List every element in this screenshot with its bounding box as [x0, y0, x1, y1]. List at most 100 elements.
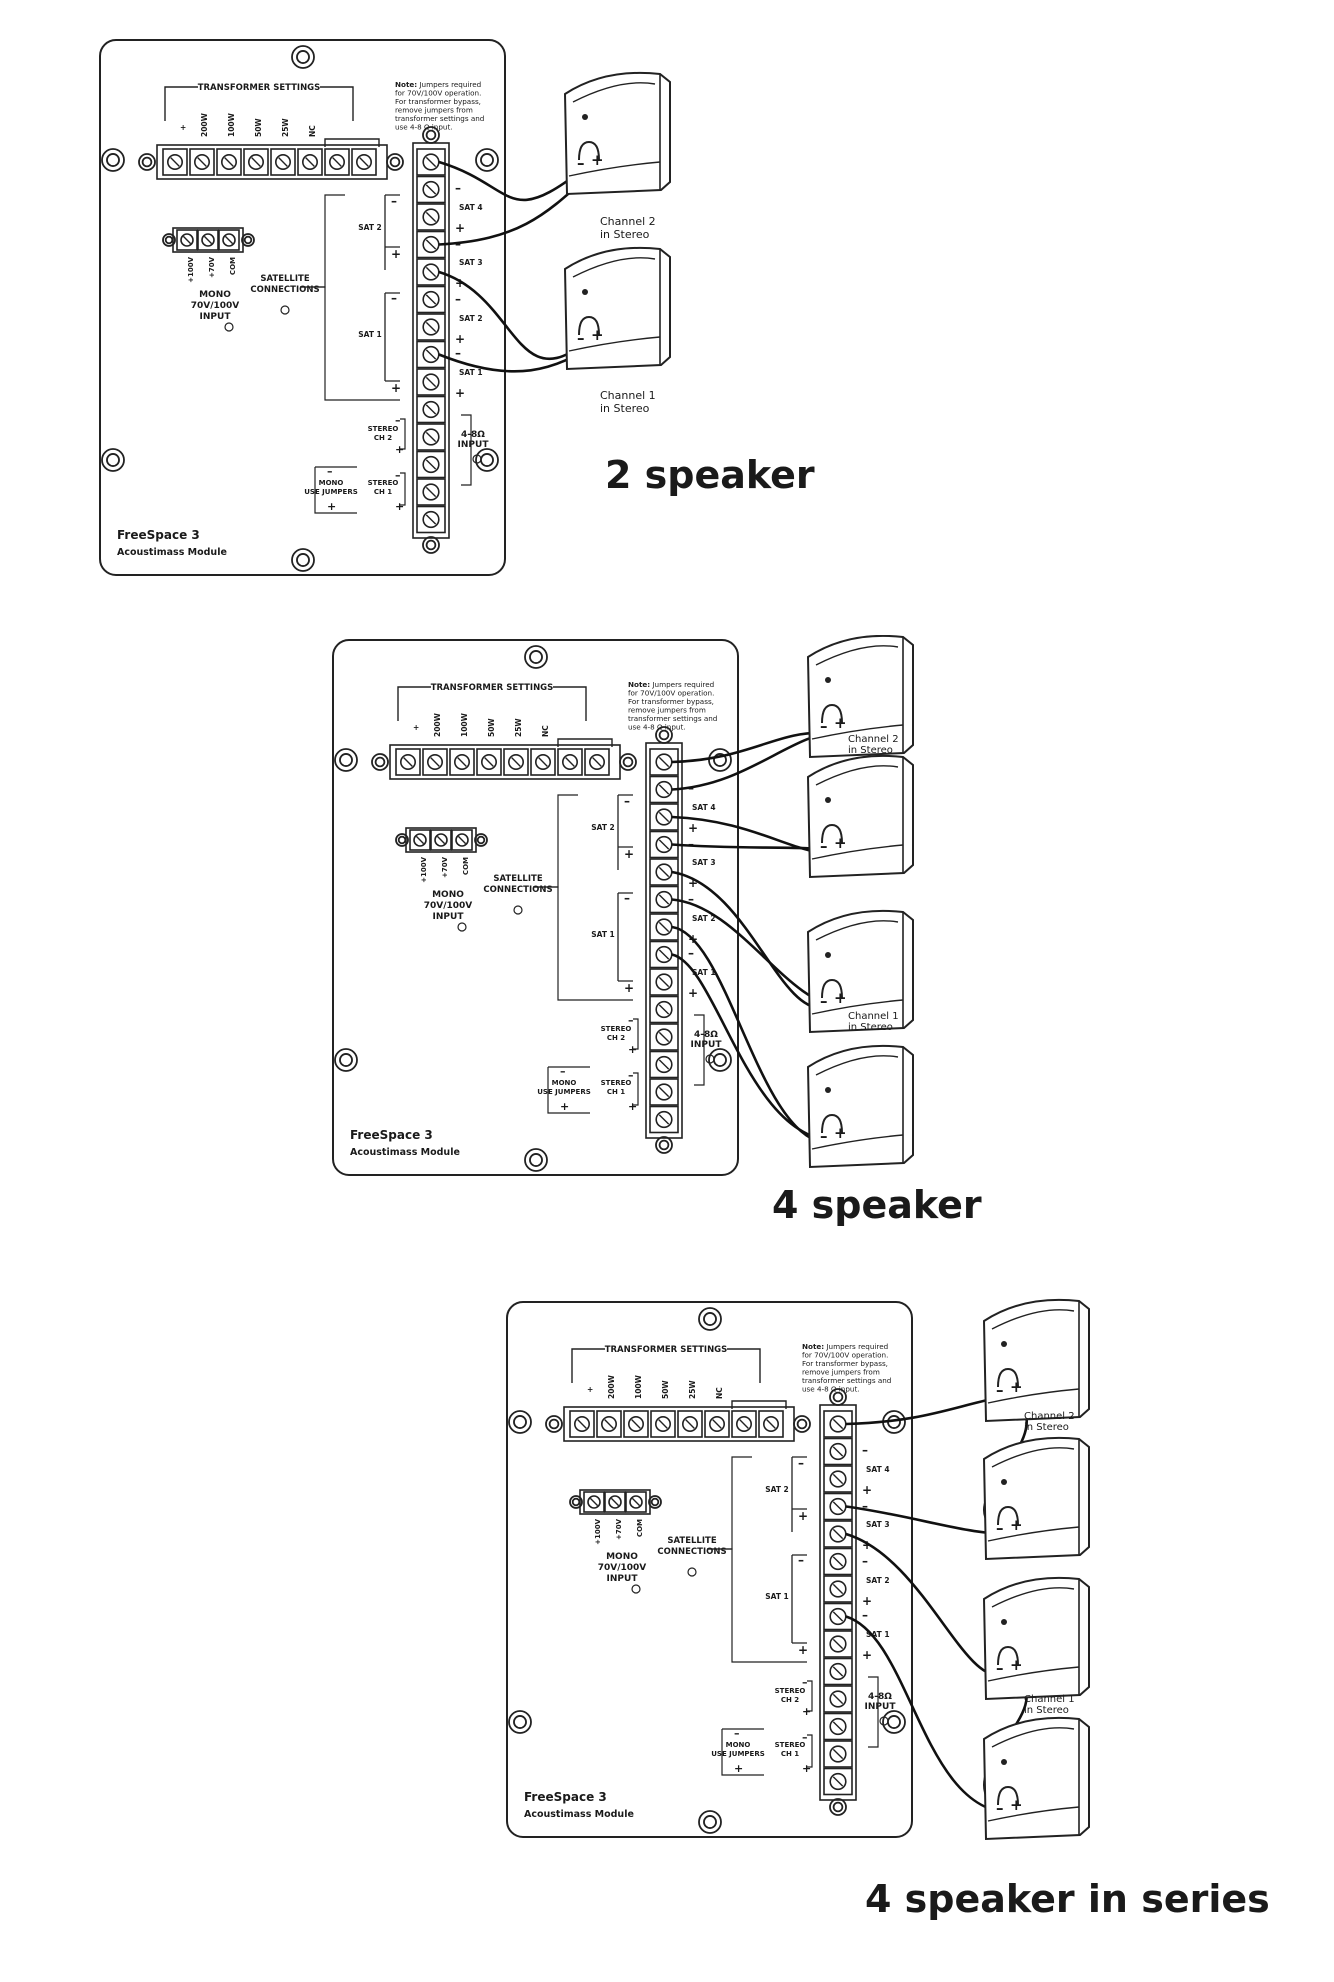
sat1-right-label: SAT 1 — [459, 368, 483, 377]
speaker-terminal-cup — [997, 1785, 1019, 1806]
input-brackets — [633, 1018, 639, 1106]
minus-label: – — [862, 1443, 868, 1457]
speaker-minus: – — [996, 1659, 1004, 1677]
speaker-terminal-cup — [821, 978, 843, 999]
terminal-screw — [297, 148, 323, 176]
tap-label: 100W — [227, 112, 236, 137]
terminal-screw — [557, 748, 583, 776]
satellite-terminal-strip — [645, 726, 683, 1154]
speaker-base-curve — [811, 844, 904, 860]
mounting-hole-top — [524, 645, 548, 669]
screw-slot — [658, 949, 670, 960]
hole-ring — [334, 1048, 358, 1072]
screw-slot — [658, 1059, 670, 1070]
speaker-top-curve — [815, 765, 899, 786]
screw-slot — [425, 266, 437, 278]
tap-label: 200W — [433, 712, 442, 737]
terminal-screw — [416, 395, 446, 424]
label-bg — [605, 1341, 727, 1355]
screw-slot — [224, 157, 234, 167]
sat1-bracket — [384, 292, 400, 382]
hole-inner — [425, 539, 437, 551]
note-line: transformer settings and — [628, 714, 717, 723]
speaker-cabinet — [563, 71, 671, 196]
screw-slot — [425, 321, 437, 333]
note-line: For transformer bypass, — [395, 97, 481, 106]
terminal-screw — [583, 1491, 605, 1513]
note-line: use 4-8 Ω input. — [802, 1385, 860, 1394]
minus-label: – — [560, 1065, 566, 1078]
hole-ring — [101, 448, 125, 472]
terminal-screw — [416, 203, 446, 231]
sat2-right-label: SAT 2 — [692, 914, 716, 923]
speaker-terminal-cup — [821, 1113, 843, 1134]
hole-ring — [708, 748, 732, 772]
minus-label: – — [327, 465, 333, 478]
screw-slot — [631, 1419, 641, 1429]
mono-tap-label: COM — [636, 1519, 644, 1537]
speaker-base-curve — [987, 1666, 1080, 1682]
product-name: FreeSpace 3 — [350, 1128, 433, 1142]
screw-slot — [457, 835, 467, 845]
mounting-hole-left-bottom — [334, 1048, 358, 1072]
hole-ring — [793, 1415, 811, 1433]
screw-slot — [685, 1419, 695, 1429]
terminal-screw — [649, 968, 679, 996]
hole-inner — [832, 1391, 844, 1403]
minus-label: – — [455, 181, 461, 195]
screw-slot — [425, 486, 437, 498]
screw-slot — [832, 1556, 844, 1567]
terminal-screw — [823, 1547, 853, 1576]
terminal-screw — [416, 450, 446, 479]
mounting-hole-left-bottom — [508, 1710, 532, 1734]
vertical-strip-hole — [829, 1798, 847, 1816]
screw-slot — [832, 1501, 844, 1512]
speaker-terminal-cup — [821, 703, 843, 724]
speaker-1: –+ — [982, 1298, 1090, 1423]
input-right-bracket — [868, 1676, 879, 1748]
mono-input-label: INPUT — [433, 912, 465, 922]
screw-slot — [332, 157, 342, 167]
screw-slot — [425, 404, 437, 415]
sat1-label: SAT 1 — [358, 330, 382, 339]
sat3-label: SAT 3 — [692, 858, 716, 867]
speaker-base-curve — [987, 1526, 1080, 1542]
terminal-cell — [503, 748, 529, 776]
plus-label: + — [688, 821, 698, 835]
transformer-terminal-strip — [138, 138, 404, 180]
note-line: remove jumpers from — [802, 1368, 880, 1377]
screw-slot — [832, 1748, 844, 1760]
speaker-screw — [825, 952, 831, 958]
terminal-screw — [758, 1410, 784, 1438]
mono-input-label: MONO — [606, 1552, 638, 1562]
speaker-plus: + — [591, 151, 604, 169]
screw-slot — [832, 1473, 844, 1485]
plus-label: + — [455, 332, 465, 346]
mono-input-label: MONO — [432, 890, 464, 900]
mono-use-jumpers-label: MONO — [726, 1741, 751, 1749]
hole-inner — [389, 156, 401, 168]
vertical-strip-hole — [655, 1136, 673, 1154]
sat1-label: SAT 1 — [765, 1592, 789, 1601]
speaker-minus: – — [996, 1799, 1004, 1817]
terminal-screw — [823, 1767, 853, 1796]
hole-ring — [241, 233, 255, 247]
screw-slot — [832, 1418, 844, 1430]
screw-slot — [457, 757, 467, 767]
screw-slot — [658, 839, 670, 850]
speaker-plus: + — [591, 326, 604, 344]
terminal-screw — [823, 1520, 853, 1548]
plus-label: + — [391, 247, 401, 261]
hole-inner — [713, 753, 727, 767]
satellite-connections-label: CONNECTIONS — [657, 1547, 726, 1557]
mono-input-arrow-icon — [457, 922, 467, 932]
speaker-base-curve — [811, 724, 904, 740]
screw-slot — [425, 294, 437, 305]
channel-1-label: Channel 1 — [1024, 1694, 1075, 1705]
sat1-bracket — [791, 1554, 807, 1644]
screw-slot — [565, 757, 575, 767]
